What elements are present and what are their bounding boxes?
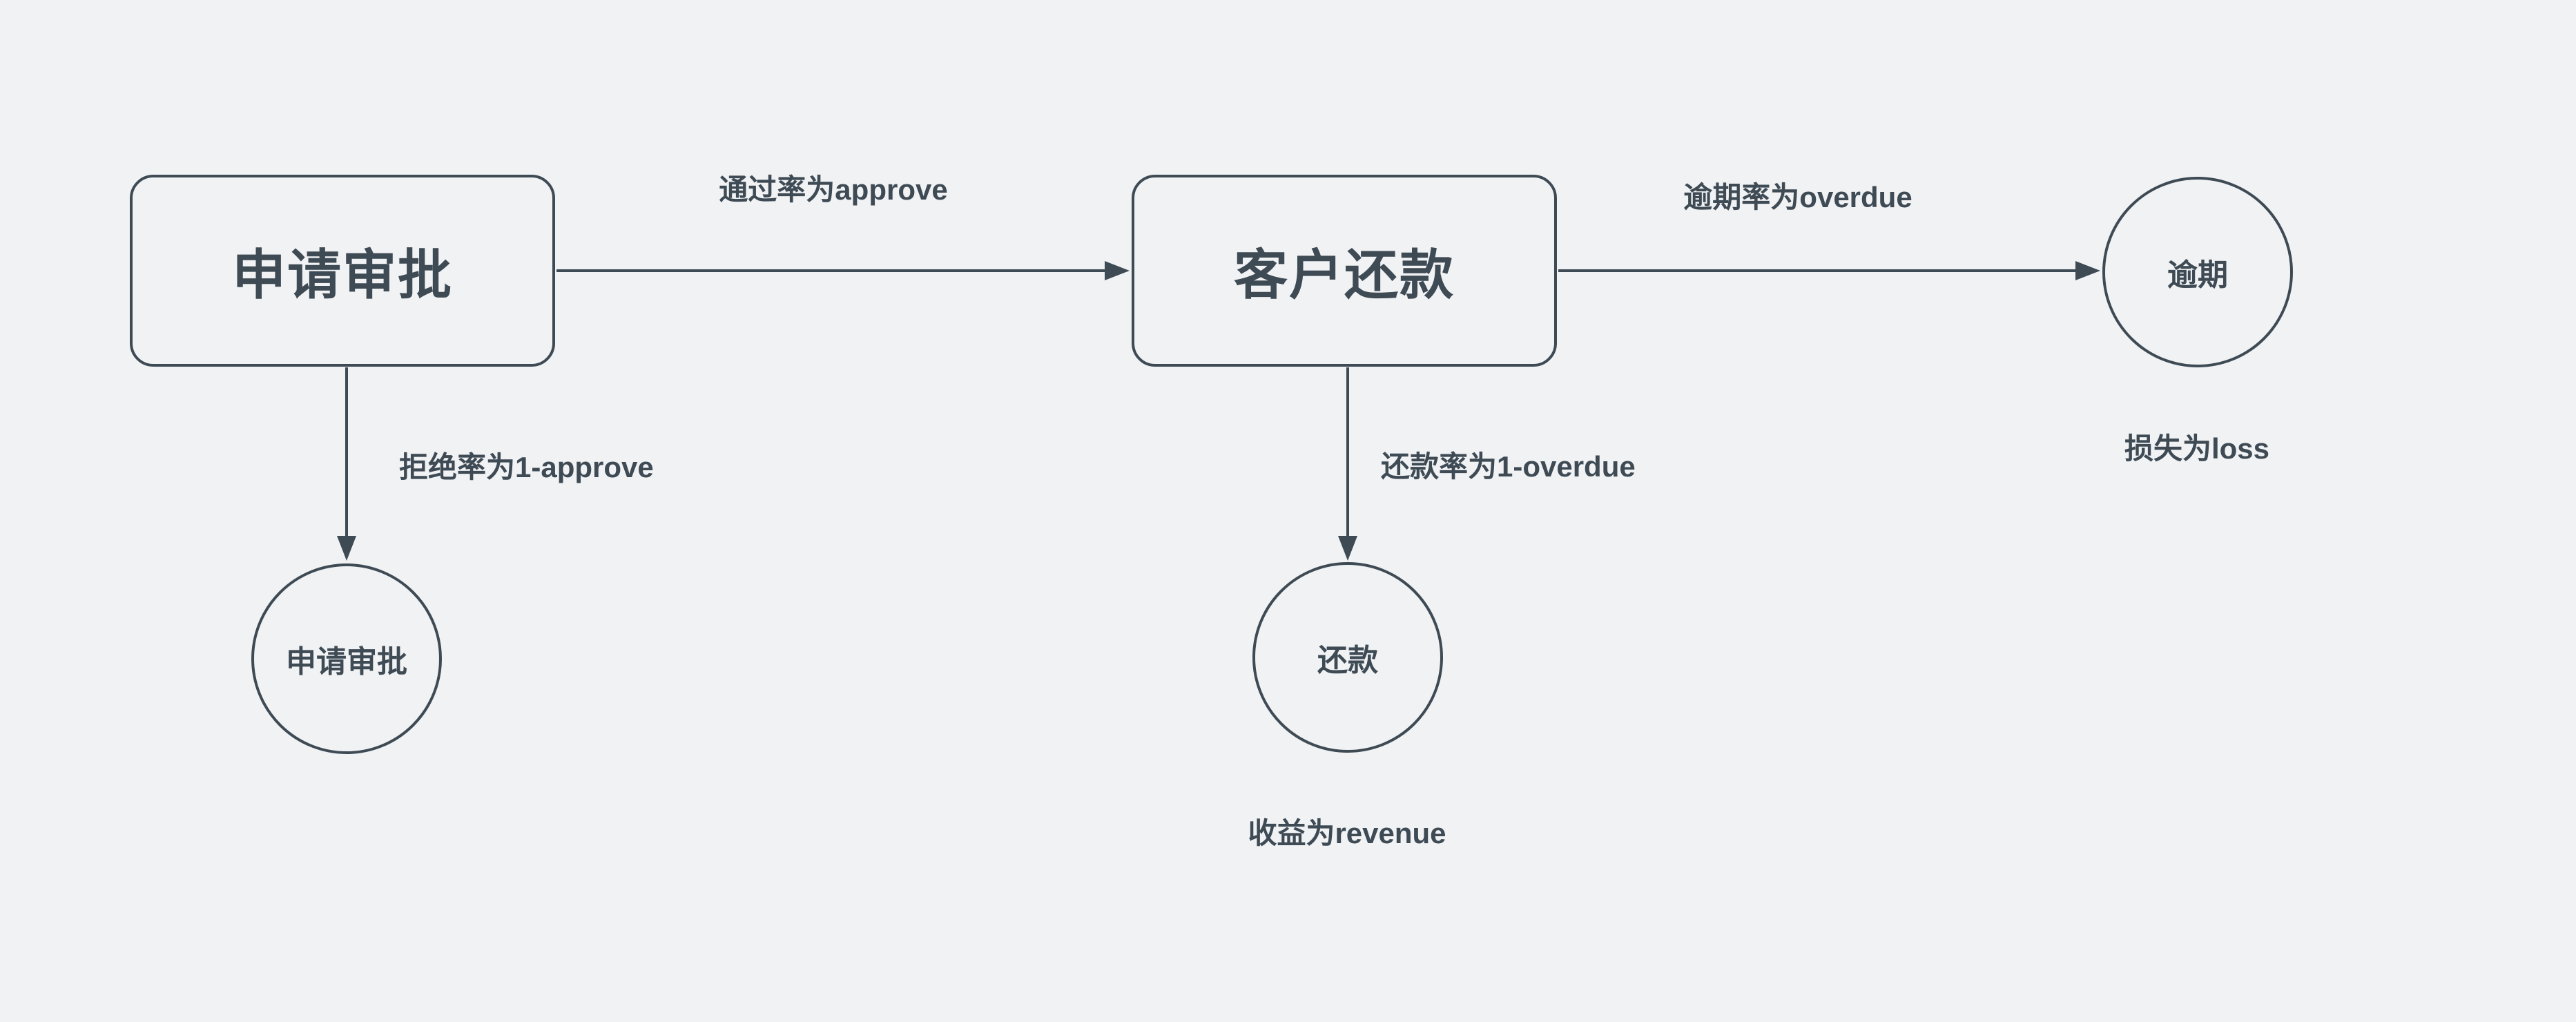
node-apply-approval-label: 申请审批 bbox=[231, 244, 453, 305]
node-customer-repayment-label: 客户还款 bbox=[1233, 244, 1455, 305]
node-repayment-circle-label: 还款 bbox=[1317, 644, 1378, 677]
edge-label-approve-rate[interactable]: 通过率为approve bbox=[719, 173, 948, 206]
edge-label-reject-rate[interactable]: 拒绝率为1-approve bbox=[399, 451, 654, 483]
node-customer-repayment-box[interactable]: 客户还款 bbox=[1132, 175, 1557, 367]
node-reject-circle-label: 申请审批 bbox=[286, 645, 407, 679]
annotation-loss[interactable]: 损失为loss bbox=[2124, 432, 2270, 465]
edge-reject-arrow[interactable] bbox=[337, 367, 356, 561]
annotation-revenue[interactable]: 收益为revenue bbox=[1248, 817, 1446, 849]
node-reject-circle[interactable]: 申请审批 bbox=[251, 563, 442, 754]
edge-repay-arrow[interactable] bbox=[1338, 367, 1357, 561]
edge-label-repay-rate[interactable]: 还款率为1-overdue bbox=[1381, 450, 1636, 483]
node-overdue-circle-label: 逾期 bbox=[2167, 258, 2228, 292]
edge-label-overdue-rate[interactable]: 逾期率为overdue bbox=[1683, 181, 1912, 213]
edge-overdue-arrow[interactable] bbox=[1558, 261, 2100, 280]
node-overdue-circle[interactable]: 逾期 bbox=[2102, 177, 2293, 367]
node-repayment-circle[interactable]: 还款 bbox=[1252, 562, 1443, 753]
node-apply-approval-box[interactable]: 申请审批 bbox=[130, 175, 555, 367]
edge-approve-arrow[interactable] bbox=[556, 261, 1130, 280]
